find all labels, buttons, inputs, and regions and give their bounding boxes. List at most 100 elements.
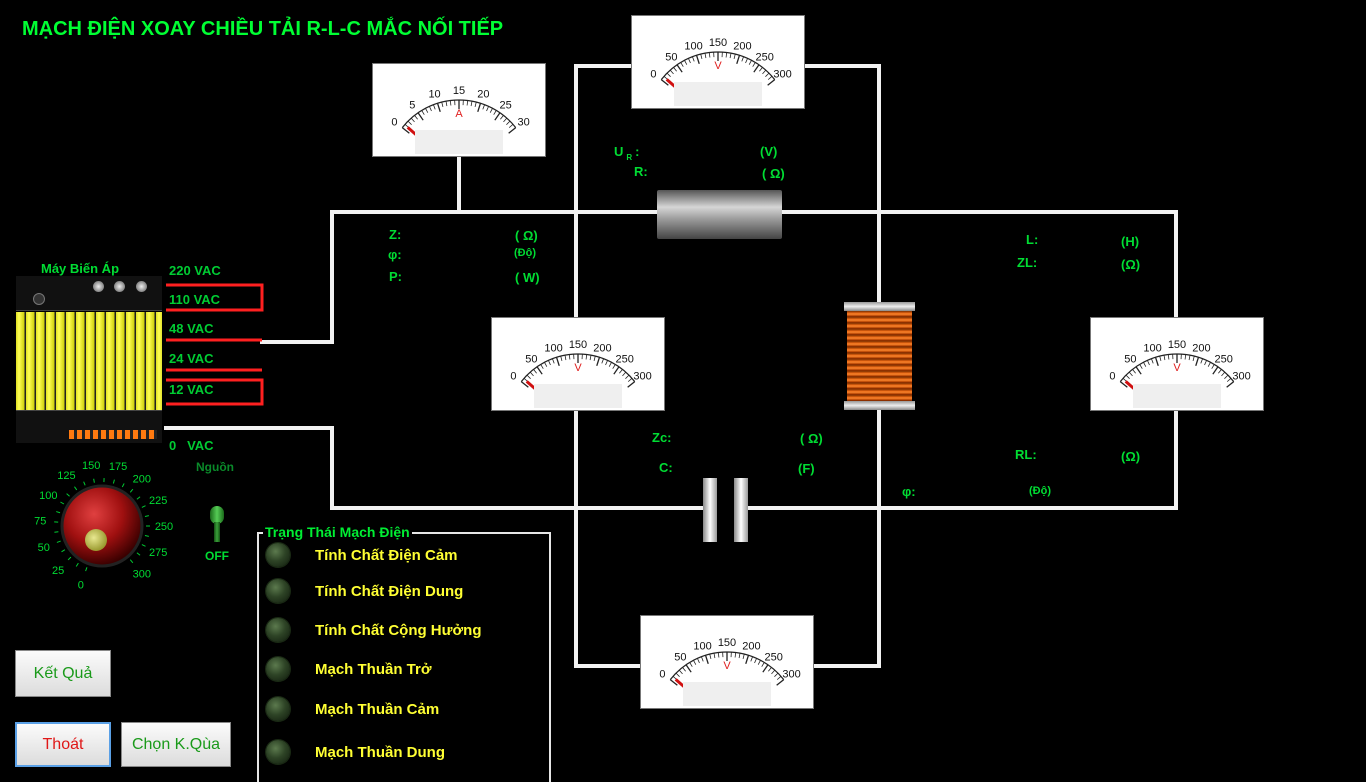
meter-scale-label: 20 xyxy=(477,89,489,101)
meter-tick xyxy=(726,53,727,58)
choose-result-button[interactable]: Chọn K.Qùa xyxy=(121,722,231,767)
knob-tick xyxy=(56,512,60,513)
meter-tick xyxy=(742,57,744,62)
r-label: R: xyxy=(634,164,648,179)
meter-tick xyxy=(602,359,604,364)
knob-scale-label: 250 xyxy=(155,521,173,533)
meter-tick xyxy=(759,67,762,71)
meter-tick xyxy=(692,57,694,62)
meter-unit: A xyxy=(455,108,463,120)
meter-scale-label: 150 xyxy=(709,37,727,49)
zc-unit: ( Ω) xyxy=(800,431,823,446)
meter-scale-label: 15 xyxy=(453,85,465,97)
knob-tick xyxy=(86,567,87,571)
meter-tick xyxy=(1129,372,1132,376)
meter-tick xyxy=(506,121,510,125)
knob-tick xyxy=(130,489,133,492)
r-unit: ( Ω) xyxy=(762,166,785,181)
phi-unit: (Độ) xyxy=(514,247,536,259)
meter-tick xyxy=(676,673,680,677)
meter-tick xyxy=(557,357,560,366)
meter-tick xyxy=(1133,369,1136,373)
knob-scale-label: 75 xyxy=(34,516,46,528)
meter-tick xyxy=(544,362,546,366)
exit-button[interactable]: Thoát xyxy=(15,722,111,767)
meter-tick xyxy=(408,121,412,125)
knob-tick xyxy=(60,502,63,504)
meter-tick xyxy=(701,657,703,662)
zl-unit: (Ω) xyxy=(1121,257,1140,272)
meter-display xyxy=(415,130,503,154)
meter-tick xyxy=(1147,360,1149,365)
meter-tick xyxy=(1136,367,1141,374)
meter-tick xyxy=(415,115,418,119)
meter-tick xyxy=(765,73,769,77)
meter-display xyxy=(534,384,622,408)
meter-scale-label: 5 xyxy=(409,100,415,112)
status-led xyxy=(266,579,290,603)
knob-tick xyxy=(74,487,76,490)
meter-tick xyxy=(754,65,759,72)
meter-tick xyxy=(730,53,731,58)
meter-tick xyxy=(548,360,550,365)
meter-tick xyxy=(1205,360,1207,365)
knob-tick xyxy=(122,483,124,487)
meter-tick xyxy=(768,667,771,671)
tap-12[interactable]: 12 VAC xyxy=(169,382,214,397)
meter-scale-label: 0 xyxy=(1109,371,1115,383)
meter-tick xyxy=(763,665,768,672)
result-button[interactable]: Kết Quả xyxy=(15,650,111,697)
tap-110[interactable]: 110 VAC xyxy=(169,292,220,307)
tap-220[interactable]: 220 VAC xyxy=(169,263,221,278)
rl-unit: (Ω) xyxy=(1121,449,1140,464)
meter-scale-label: 100 xyxy=(544,343,562,355)
meter-tick xyxy=(628,378,632,381)
ur-unit: (V) xyxy=(760,144,777,159)
knob-tick xyxy=(62,550,65,552)
meter-display xyxy=(683,682,771,706)
meter-unit: V xyxy=(714,60,722,72)
meter-tick xyxy=(471,101,472,106)
meter-tick xyxy=(686,665,691,672)
meter-scale-label: 0 xyxy=(659,669,665,681)
meter-tick xyxy=(500,115,503,119)
meter-tick xyxy=(684,60,686,64)
meter-tick xyxy=(534,369,537,373)
meter-tick xyxy=(777,676,781,679)
meter-tick xyxy=(1227,378,1231,381)
meter-tick xyxy=(569,355,570,360)
meter-tick xyxy=(693,660,695,664)
knob-tick xyxy=(68,557,71,560)
meter-tick xyxy=(737,55,740,64)
z-unit: ( Ω) xyxy=(515,228,538,243)
knob-tick xyxy=(84,482,86,486)
meter-tick xyxy=(1143,362,1145,366)
meter-tick xyxy=(743,654,744,659)
meter-tick xyxy=(746,655,749,664)
power-switch[interactable] xyxy=(206,506,228,546)
meter-tick xyxy=(688,58,690,63)
meter-tick xyxy=(552,359,554,364)
tap-24[interactable]: 24 VAC xyxy=(169,351,214,366)
transformer-label: Máy Biến Áp xyxy=(41,261,119,276)
meter-tick xyxy=(697,658,699,663)
meter-tick xyxy=(758,660,760,664)
meter-display xyxy=(1133,384,1221,408)
phi-l-label: φ: xyxy=(902,484,916,499)
inductor xyxy=(844,302,915,410)
tap-48[interactable]: 48 VAC xyxy=(169,321,214,336)
knob-body[interactable] xyxy=(62,486,142,566)
knob-tick xyxy=(137,497,140,499)
meter-tick xyxy=(674,67,677,71)
status-item-label: Mạch Thuần Cảm xyxy=(315,701,439,718)
knob-scale-label: 50 xyxy=(38,542,50,554)
meter-unit: V xyxy=(723,660,731,672)
meter-tick xyxy=(590,355,591,360)
meter-tick xyxy=(530,372,533,376)
meter-scale-label: 10 xyxy=(428,89,440,101)
meter-scale-label: 200 xyxy=(733,41,751,53)
knob-scale-label: 175 xyxy=(109,461,127,473)
meter-tick xyxy=(749,60,751,64)
meter-tick xyxy=(768,76,772,79)
